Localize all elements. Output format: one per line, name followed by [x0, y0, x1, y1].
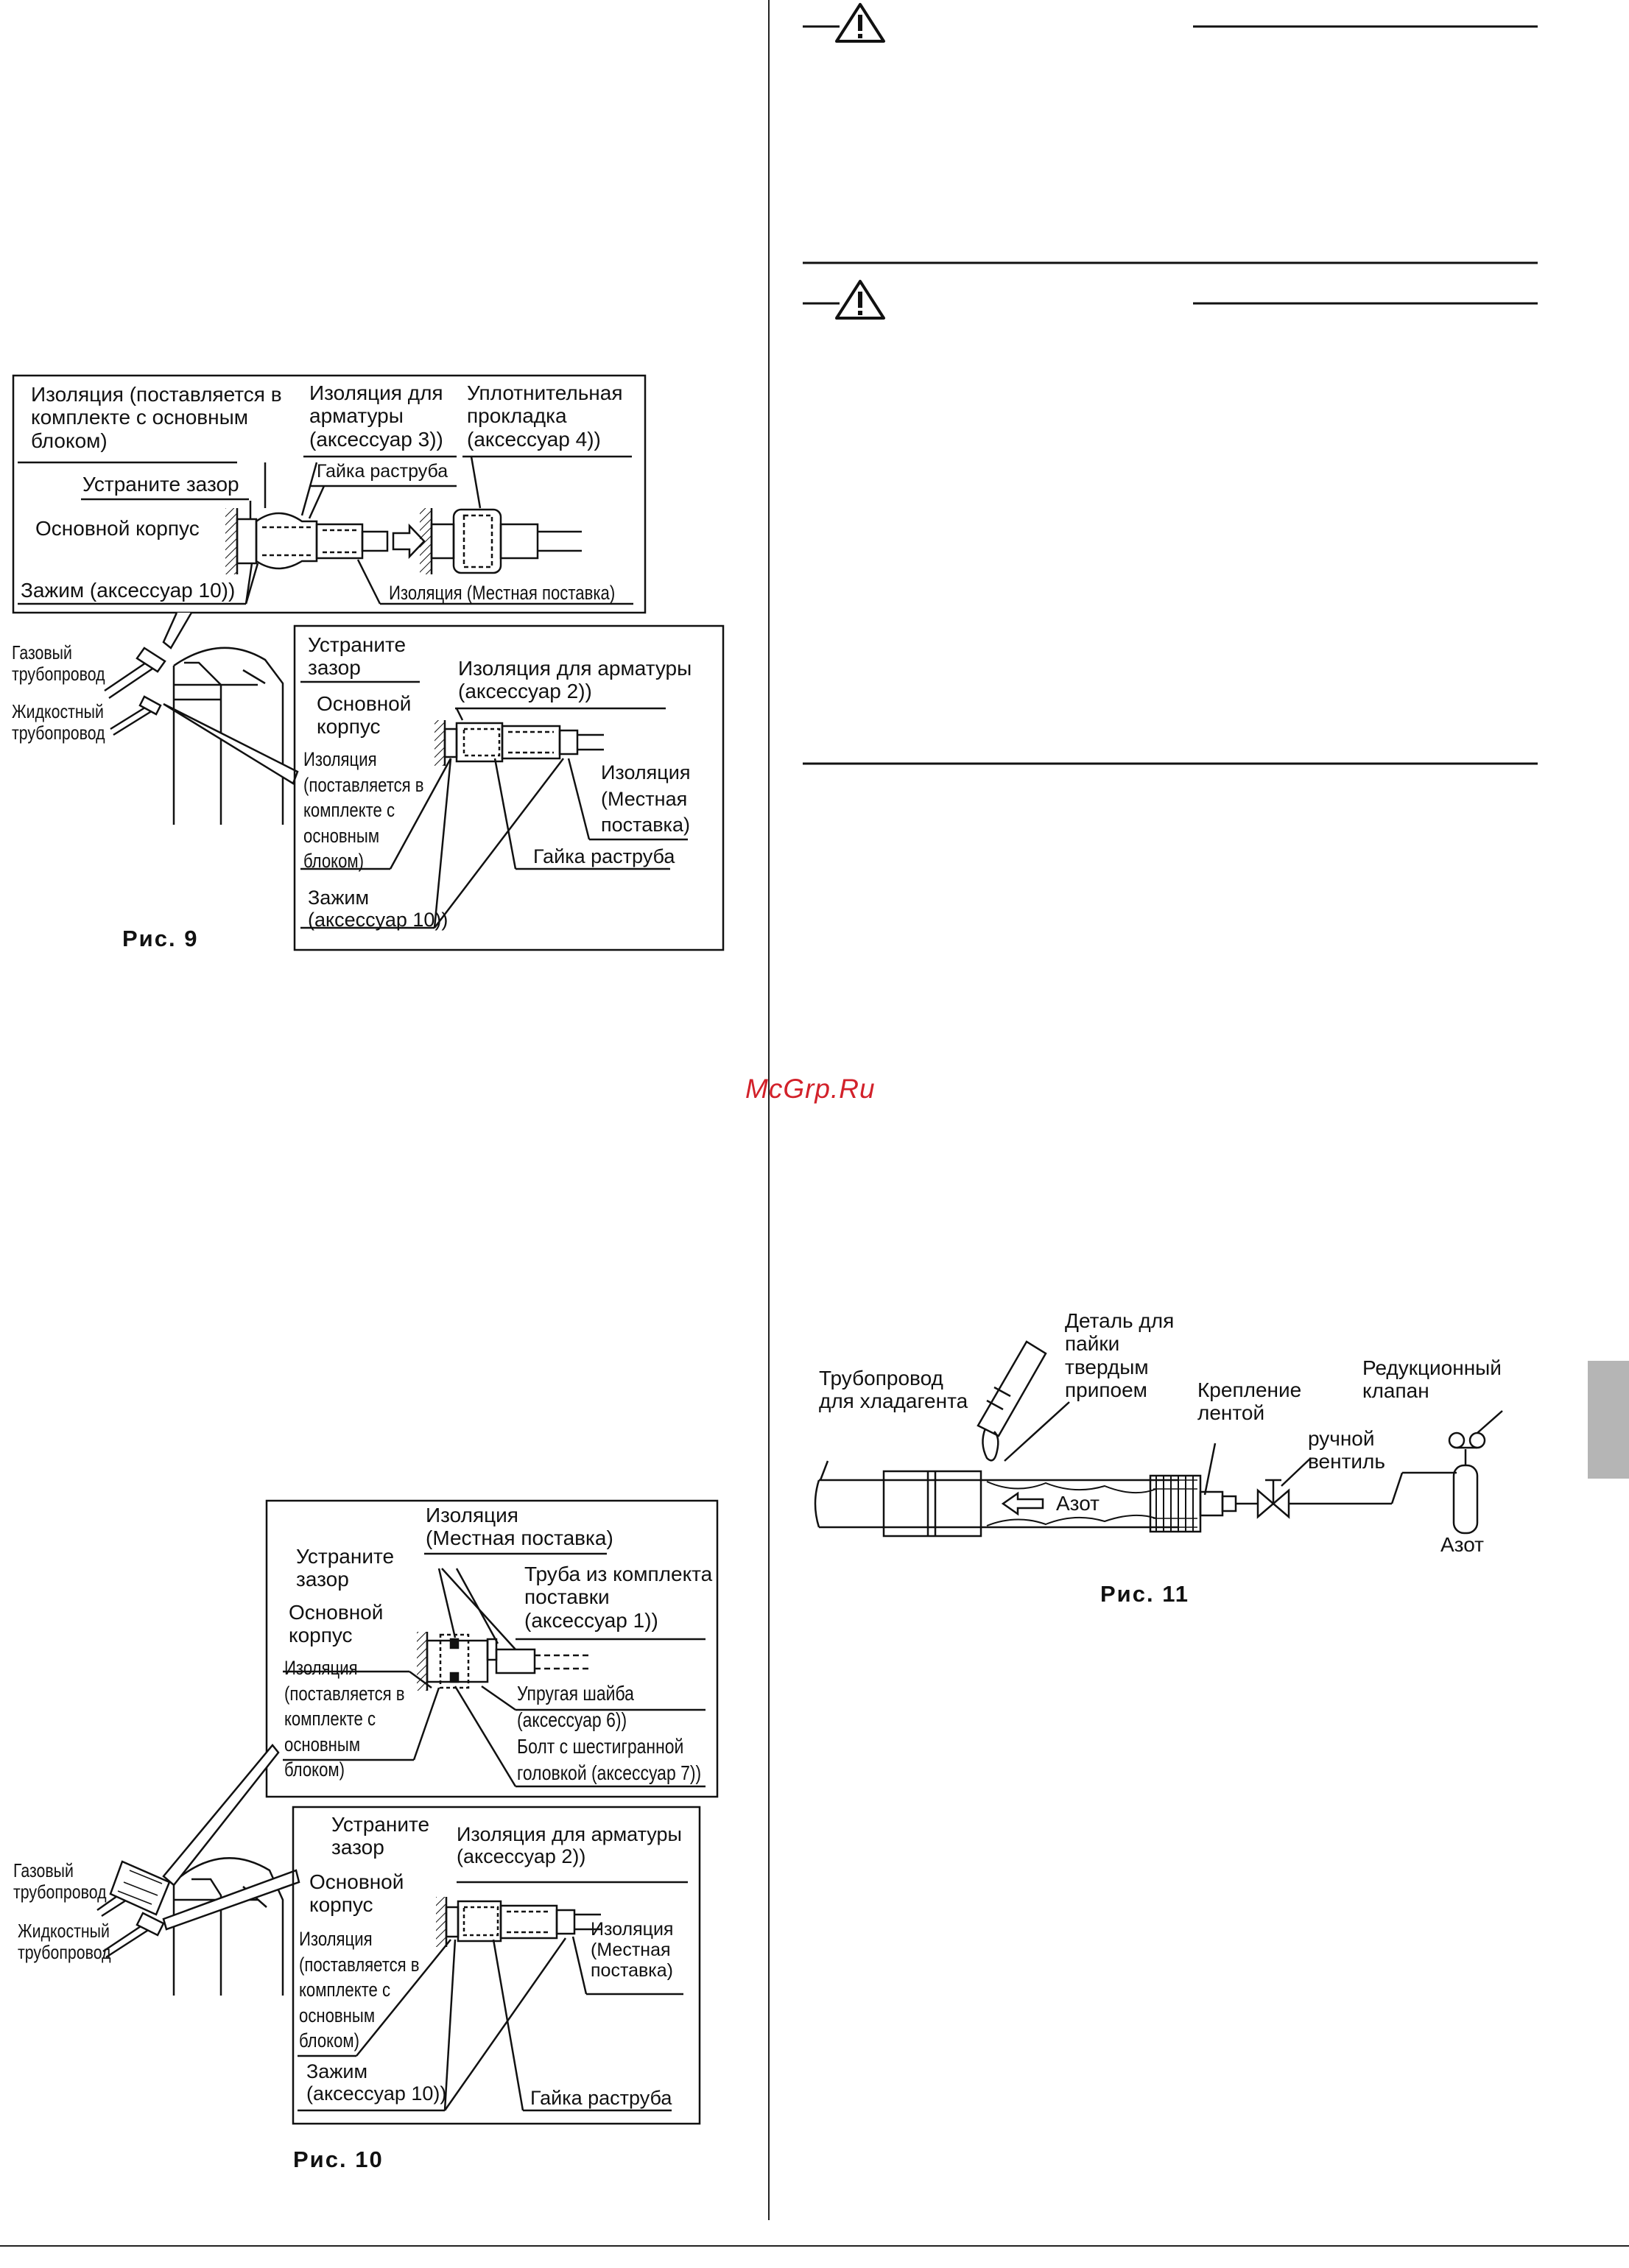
- fig9-bottom-fitting-insulation-label: Изоляция для арматуры (аксессуар 2)): [458, 657, 692, 703]
- fig9-bottom-flare-nut-label: Гайка раструба: [533, 845, 675, 867]
- fig10-bottom-flare-nut-label: Гайка раструба: [530, 2087, 672, 2109]
- fig9-bottom-insulation-main-label: Изоляция (поставляется в комплекте с осн…: [303, 748, 424, 873]
- fig10-bottom-local-insulation-label: Изоляция (Местная поставка): [591, 1919, 674, 1981]
- fig9-top-eliminate-gap-label: Устраните зазор: [82, 473, 239, 496]
- fig10-top-main-body-label: Основной корпус: [289, 1601, 384, 1647]
- fig10-bottom-fitting-insulation-label: Изоляция для арматуры (аксессуар 2)): [457, 1823, 682, 1868]
- fig9-top-seal-pad-label: Уплотнительная прокладка (аксессуар 4)): [467, 381, 623, 451]
- fig9-top-clamp-label: Зажим (аксессуар 10)): [21, 579, 236, 602]
- warning-block-2: [803, 261, 1538, 765]
- fig9-caption: Рис. 9: [122, 926, 199, 951]
- fig10-gas-pipe-label: Газовый трубопровод: [13, 1859, 107, 1904]
- fig9-top-local-insulation-label: Изоляция (Местная поставка): [389, 582, 616, 604]
- fig10-top-hex-bolt-label: Болт с шестигранной головкой (аксессуар …: [517, 1735, 702, 1785]
- fig10-top-spring-washer-label: Упругая шайба (аксессуар 6)): [517, 1682, 634, 1732]
- fig11-reducing-valve-label: Редукционный клапан: [1362, 1356, 1502, 1403]
- fig9-bottom-box: [293, 624, 725, 951]
- fig11-manual-valve-label: ручной вентиль: [1308, 1427, 1385, 1473]
- fig9-top-insulation-main-label: Изоляция (поставляется в комплекте с осн…: [31, 383, 282, 452]
- side-tab: [1588, 1361, 1629, 1479]
- fig9-top-main-body-label: Основной корпус: [35, 517, 200, 540]
- fig10-bottom-insulation-main-label: Изоляция (поставляется в комплекте с осн…: [299, 1928, 420, 2052]
- fig11-refrigerant-pipe-label: Трубопровод для хладагента: [819, 1367, 968, 1413]
- fig10-bottom-box: [292, 1806, 701, 2125]
- fig9-top-box: [12, 374, 647, 614]
- fig11-nitrogen-flow-label: Азот: [1056, 1492, 1100, 1515]
- fig11-tape-fixing-label: Крепление лентой: [1197, 1378, 1302, 1425]
- fig9-liquid-pipe-label: Жидкостный трубопровод: [12, 700, 105, 744]
- fig9-top-fitting-insulation-label: Изоляция для арматуры (аксессуар 3)): [309, 381, 443, 451]
- fig10-bottom-clamp-label: Зажим (аксессуар 10)): [306, 2060, 447, 2105]
- fig10-bottom-main-body-label: Основной корпус: [309, 1870, 404, 1917]
- fig10-top-kit-pipe-label: Труба из комплекта поставки (аксессуар 1…: [524, 1563, 713, 1632]
- fig9-bottom-main-body-label: Основной корпус: [317, 692, 412, 739]
- fig9-unit-drawing: [104, 612, 299, 825]
- fig9-gas-pipe-label: Газовый трубопровод: [12, 641, 105, 686]
- fig10-liquid-pipe-label: Жидкостный трубопровод: [18, 1920, 111, 1964]
- warning-icon: [832, 277, 888, 323]
- fig10-top-eliminate-gap-label: Устраните зазор: [296, 1545, 395, 1591]
- fig9-bottom-local-insulation-label: Изоляция (Местная поставка): [601, 761, 691, 837]
- fig9-top-flare-nut-label: Гайка раструба: [317, 461, 448, 482]
- watermark: McGrp.Ru: [745, 1074, 876, 1104]
- fig10-top-box: [265, 1499, 719, 1798]
- fig10-top-insulation-main-label: Изоляция (поставляется в комплекте с осн…: [284, 1657, 405, 1781]
- fig11-brazing-part-label: Деталь для пайки твердым припоем: [1065, 1309, 1175, 1402]
- fig10-caption: Рис. 10: [293, 2146, 384, 2172]
- fig10-top-local-insulation-label: Изоляция (Местная поставка): [426, 1504, 613, 1550]
- fig9-bottom-eliminate-gap-label: Устраните зазор: [308, 633, 407, 680]
- warning-icon: [832, 0, 888, 46]
- fig10-unit-drawing: [96, 1744, 300, 1996]
- fig11-brazing-drawing: [814, 1340, 1503, 1538]
- fig11-nitrogen-tank-label: Азот: [1440, 1533, 1484, 1556]
- fig9-bottom-clamp-label: Зажим (аксессуар 10)): [308, 887, 448, 932]
- fig11-caption: Рис. 11: [1100, 1581, 1189, 1607]
- fig10-bottom-eliminate-gap-label: Устраните зазор: [331, 1813, 430, 1859]
